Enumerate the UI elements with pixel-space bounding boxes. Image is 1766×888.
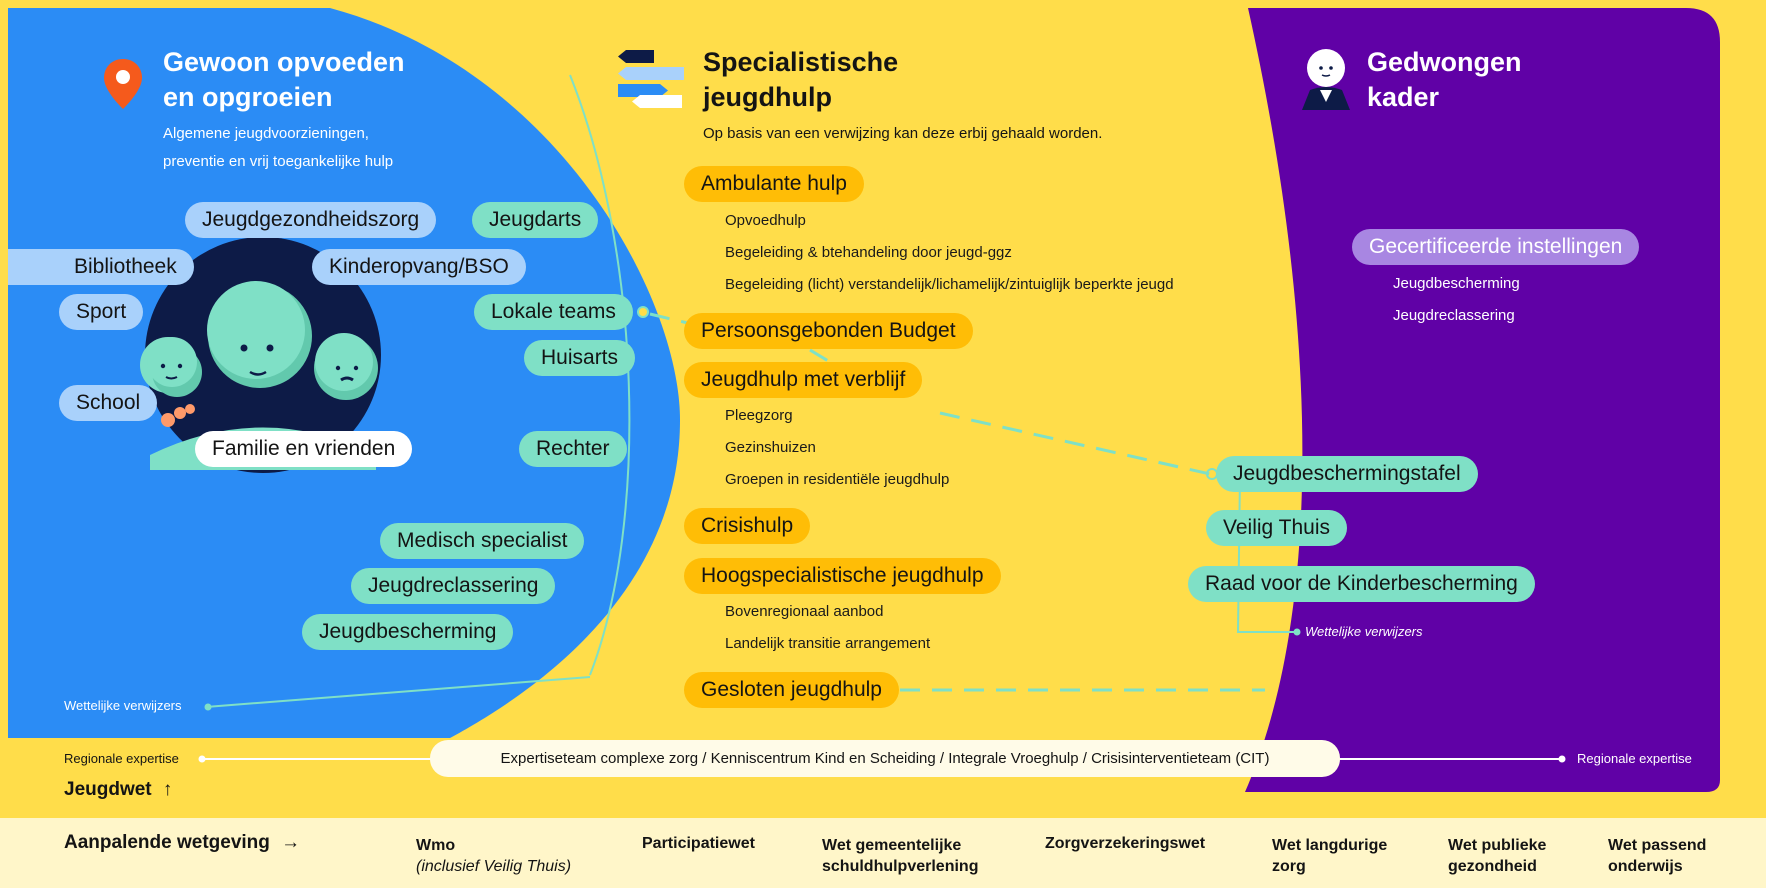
ambulante-item: Begeleiding (licht) verstandelijk/licham… xyxy=(725,276,1174,293)
law-passend-onderwijs: Wet passend onderwijs xyxy=(1608,835,1728,877)
pill-sport: Sport xyxy=(59,294,144,330)
aanpalende-wetgeving-label: Aanpalende wetgeving → xyxy=(64,832,300,854)
law-name: Wet langdurige zorg xyxy=(1272,837,1388,875)
verblijf-item: Gezinshuizen xyxy=(725,439,816,456)
regional-right-dot xyxy=(1558,755,1566,763)
hoog-item: Bovenregionaal aanbod xyxy=(725,603,884,620)
footer-band xyxy=(0,818,1766,888)
verblijf-item: Groepen in residentiële jeugdhulp xyxy=(725,471,950,488)
left-verwijzers-dot xyxy=(204,703,212,711)
pill-ambulante-hulp: Ambulante hulp xyxy=(684,166,864,202)
pill-veilig-thuis: Veilig Thuis xyxy=(1206,510,1348,546)
pill-huisarts: Huisarts xyxy=(524,340,636,376)
middle-title-line2: jeugdhulp xyxy=(703,82,832,112)
pill-gesloten-jeugdhulp: Gesloten jeugdhulp xyxy=(684,672,899,708)
pill-jeugdhulp-met-verblijf: Jeugdhulp met verblijf xyxy=(684,362,923,398)
pill-kinderopvang: Kinderopvang/BSO xyxy=(312,249,526,285)
left-section-description: Algemene jeugdvoorzieningen, preventie e… xyxy=(163,120,393,176)
law-name: Wet publieke gezondheid xyxy=(1448,837,1547,875)
right-title-line2: kader xyxy=(1367,82,1440,112)
pill-jeugdarts: Jeugdarts xyxy=(472,202,599,238)
law-name: Zorgverzekeringswet xyxy=(1045,835,1206,852)
pill-hoogspecialistische-jeugdhulp: Hoogspecialistische jeugdhulp xyxy=(684,558,1001,594)
left-desc-line2: preventie en vrij toegankelijke hulp xyxy=(163,153,394,170)
judge-icon xyxy=(1302,49,1350,110)
gecertificeerde-item: Jeugdbescherming xyxy=(1393,275,1520,292)
jeugdwet-label: Jeugdwet ↑ xyxy=(64,779,172,801)
pill-gecertificeerde-instellingen: Gecertificeerde instellingen xyxy=(1352,229,1640,265)
dashed-line-verblijf xyxy=(939,411,1211,476)
left-title-line1: Gewoon opvoeden xyxy=(163,47,405,77)
left-wettelijke-verwijzers: Wettelijke verwijzers xyxy=(64,698,182,713)
regional-expertise-bar: Expertiseteam complexe zorg / Kenniscent… xyxy=(430,740,1340,777)
pill-familie-en-vrienden: Familie en vrienden xyxy=(195,431,413,467)
jeugdwet-text: Jeugdwet xyxy=(64,779,152,800)
regional-expertise-left: Regionale expertise xyxy=(64,751,179,766)
pill-rechter: Rechter xyxy=(519,431,627,467)
law-sub: (inclusief Veilig Thuis) xyxy=(416,858,572,875)
left-verwijzers-line xyxy=(205,676,591,708)
pill-lokale-teams: Lokale teams xyxy=(474,294,633,330)
signpost-icon xyxy=(618,50,684,108)
law-publieke-gezondheid: Wet publieke gezondheid xyxy=(1448,835,1568,877)
law-name: Wmo xyxy=(416,837,456,854)
right-section-title: Gedwongen kader xyxy=(1367,45,1522,115)
pill-jeugdbescherming: Jeugdbescherming xyxy=(302,614,514,650)
left-section-title: Gewoon opvoeden en opgroeien xyxy=(163,45,405,115)
pill-raad-voor-de-kinderbescherming: Raad voor de Kinderbescherming xyxy=(1188,566,1535,602)
left-connector-arc xyxy=(569,74,631,676)
hoog-item: Landelijk transitie arrangement xyxy=(725,635,931,652)
pill-school: School xyxy=(59,385,158,421)
middle-section-title: Specialistische jeugdhulp xyxy=(703,45,898,115)
purple-region xyxy=(1245,8,1720,792)
law-participatiewet: Participatiewet xyxy=(642,833,792,854)
law-name: Wet gemeentelijke schuldhulpverlening xyxy=(822,837,979,875)
middle-title-line1: Specialistische xyxy=(703,47,899,77)
dashed-line-pgb-2 xyxy=(809,348,831,364)
pill-persoonsgebonden-budget: Persoonsgebonden Budget xyxy=(684,313,973,349)
lokale-teams-dot xyxy=(637,306,649,318)
regional-expertise-right: Regionale expertise xyxy=(1577,751,1692,766)
pill-jeugdreclassering: Jeugdreclassering xyxy=(351,568,556,604)
right-verwijzers-dot xyxy=(1293,628,1301,636)
pill-jeugdgezondheidszorg: Jeugdgezondheidszorg xyxy=(185,202,437,238)
regional-left-dot xyxy=(198,755,206,763)
law-name: Wet passend onderwijs xyxy=(1608,837,1707,875)
ambulante-item: Opvoedhulp xyxy=(725,212,806,229)
law-langdurige-zorg: Wet langdurige zorg xyxy=(1272,835,1412,877)
arrow-right-icon: → xyxy=(281,832,301,853)
location-pin-icon xyxy=(104,59,142,109)
gecertificeerde-item: Jeugdreclassering xyxy=(1393,307,1515,324)
law-wmo: Wmo (inclusief Veilig Thuis) xyxy=(416,835,606,877)
law-name: Participatiewet xyxy=(642,835,755,852)
middle-section-description: Op basis van een verwijzing kan deze erb… xyxy=(703,125,1103,142)
left-desc-line1: Algemene jeugdvoorzieningen, xyxy=(163,125,369,142)
right-wettelijke-verwijzers: Wettelijke verwijzers xyxy=(1305,624,1423,639)
pill-medisch-specialist: Medisch specialist xyxy=(380,523,585,559)
verblijf-item: Pleegzorg xyxy=(725,407,793,424)
left-title-line2: en opgroeien xyxy=(163,82,333,112)
pill-crisishulp: Crisishulp xyxy=(684,508,811,544)
pill-bibliotheek: Bibliotheek xyxy=(8,249,194,285)
arrow-up-icon: ↑ xyxy=(162,779,173,800)
law-schuldhulpverlening: Wet gemeentelijke schuldhulpverlening xyxy=(822,835,1012,877)
law-zorgverzekeringswet: Zorgverzekeringswet xyxy=(1045,833,1225,854)
ambulante-item: Begeleiding & btehandeling door jeugd-gg… xyxy=(725,244,1012,261)
aanpalende-wetgeving-text: Aanpalende wetgeving xyxy=(64,832,270,853)
right-title-line1: Gedwongen xyxy=(1367,47,1522,77)
pill-jeugdbeschermingstafel: Jeugdbeschermingstafel xyxy=(1216,456,1478,492)
